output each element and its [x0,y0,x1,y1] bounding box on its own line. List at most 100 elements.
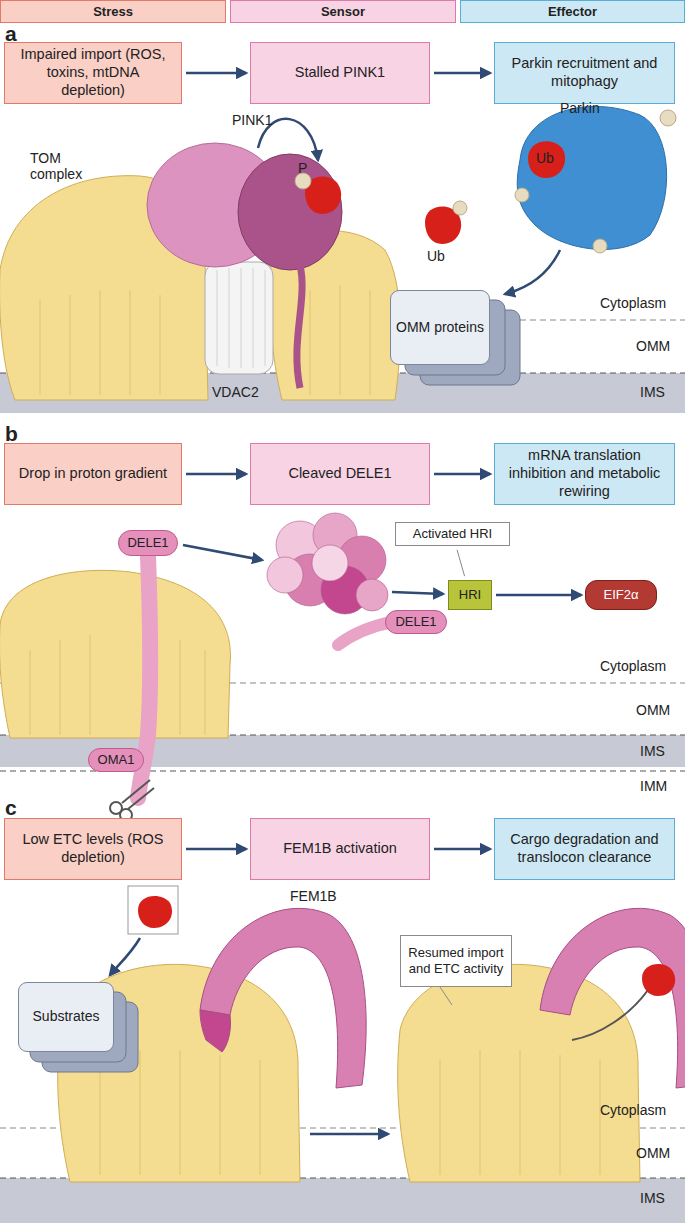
dele1-chain [338,622,392,645]
compartment-label: IMS [640,743,665,759]
cleaved-dele1-structure [356,579,388,611]
callout-tail [440,987,452,1005]
effector-box: Parkin recruitment and mitophagy [494,42,675,104]
cargo-chain [572,990,648,1040]
cleavage-arrow [183,545,262,560]
parkin-protein [517,106,666,249]
compartment-label: OMM [636,338,670,354]
vdac2-barrel [217,268,265,368]
parkin-protein [660,110,676,126]
node-text: Impaired import (ROS, toxins, mtDNA depl… [15,46,171,99]
ubiquitin [295,173,467,244]
node-text: Parkin recruitment and mitophagy [505,55,664,90]
parkin-protein [515,188,529,202]
stress-header: Stress [0,0,226,23]
node-text: Stress [93,4,133,20]
node-text: Substrates [33,1008,100,1025]
protein-label: TOM complex [30,150,90,182]
flow-arrow [186,848,246,851]
cleaved-dele1-structure [267,513,388,614]
sensor-box: Cleaved DELE1 [250,443,430,505]
oma1-pill: OMA1 [88,748,144,772]
effector-header: Effector [460,0,685,23]
node-text: DELE1 [395,614,436,630]
substrate-box: Substrates [18,982,114,1052]
eif2a-box: EIF2α [585,580,657,610]
process-arrow [310,1134,388,1135]
protein-label: FEM1B [290,888,337,904]
node-text: Cleaved DELE1 [288,465,391,483]
activation-arrow [392,592,443,594]
node-text: mRNA translation inhibition and metaboli… [505,447,664,500]
node-text: Resumed import and ETC activity [405,945,507,977]
fem1b-protein [200,908,366,1088]
panel-letter: b [5,422,18,446]
tom-complex [398,964,640,1182]
node-text: Low ETC levels (ROS depletion) [15,831,171,866]
stress-box: Drop in proton gradient [4,443,182,505]
protein-label: VDAC2 [212,384,259,400]
fem1b-protein [540,908,685,1088]
panel-letter: c [5,796,17,820]
callout-box: Activated HRI [395,522,510,546]
parkin-protein [528,141,565,178]
fem1b-protein [200,1010,231,1052]
phospho-label: P [298,160,307,176]
dele1-pill: DELE1 [385,610,447,634]
node-text: HRI [459,587,481,603]
protein-label: PINK1 [232,112,272,128]
flow-arrow [496,594,581,597]
cargo-chain [572,964,675,1040]
parkin-protein [593,239,607,253]
node-text: DELE1 [127,535,168,551]
compartment-label: IMS [640,1190,665,1206]
ubiquitin [453,201,467,215]
pink1-protein [297,265,302,388]
sensor-box: FEM1B activation [250,818,430,880]
effector-box: mRNA translation inhibition and metaboli… [494,443,675,505]
cleaved-dele1-structure [267,557,303,593]
compartment-label: IMS [640,384,665,400]
callout-box: Resumed import and ETC activity [400,935,512,987]
tom-complex [0,570,230,738]
tom-complex [30,635,205,735]
callout-tail [440,987,452,1005]
scissors [110,780,154,821]
compartment-label: Cytoplasm [600,1102,666,1118]
node-text: OMA1 [98,752,135,768]
vdac2-barrel [205,262,273,374]
node-text: OMM proteins [396,319,484,336]
node-text: Stalled PINK1 [295,64,385,82]
pink1-protein [147,143,342,388]
dele1-chain [338,622,392,645]
cargo-inset [128,886,178,934]
effector-box: Cargo degradation and translocon clearan… [494,818,675,880]
cleavage-arrow [183,545,262,560]
parkin-protein [515,106,676,253]
cargo-chain [642,964,675,996]
ubiquitination-arrow [505,250,560,294]
protein-label: Ub [427,248,445,264]
ubiquitination-arrow [505,250,560,294]
compartment-label: OMM [636,1145,670,1161]
compartment-label: Cytoplasm [600,295,666,311]
node-text: Cargo degradation and translocon clearan… [505,831,664,866]
node-text: Drop in proton gradient [19,465,167,483]
flow-arrow [434,473,490,476]
sensor-header: Sensor [230,0,456,23]
callout-line [457,550,465,576]
stress-box: Impaired import (ROS, toxins, mtDNA depl… [4,42,182,104]
cargo-inset [110,886,178,975]
protein-label: Parkin [560,100,600,116]
scissors [122,780,150,803]
membrane [0,1178,685,1223]
flow-arrow [186,72,246,75]
sensor-box: Stalled PINK1 [250,42,430,104]
vdac2-barrel [205,262,273,374]
cargo-inset [138,896,172,928]
compartment-label: Cytoplasm [600,658,666,674]
cleaved-dele1-structure [312,545,348,581]
dele1-pill: DELE1 [118,530,178,556]
compartment-label: OMM [636,702,670,718]
panel-letter: a [5,22,17,46]
